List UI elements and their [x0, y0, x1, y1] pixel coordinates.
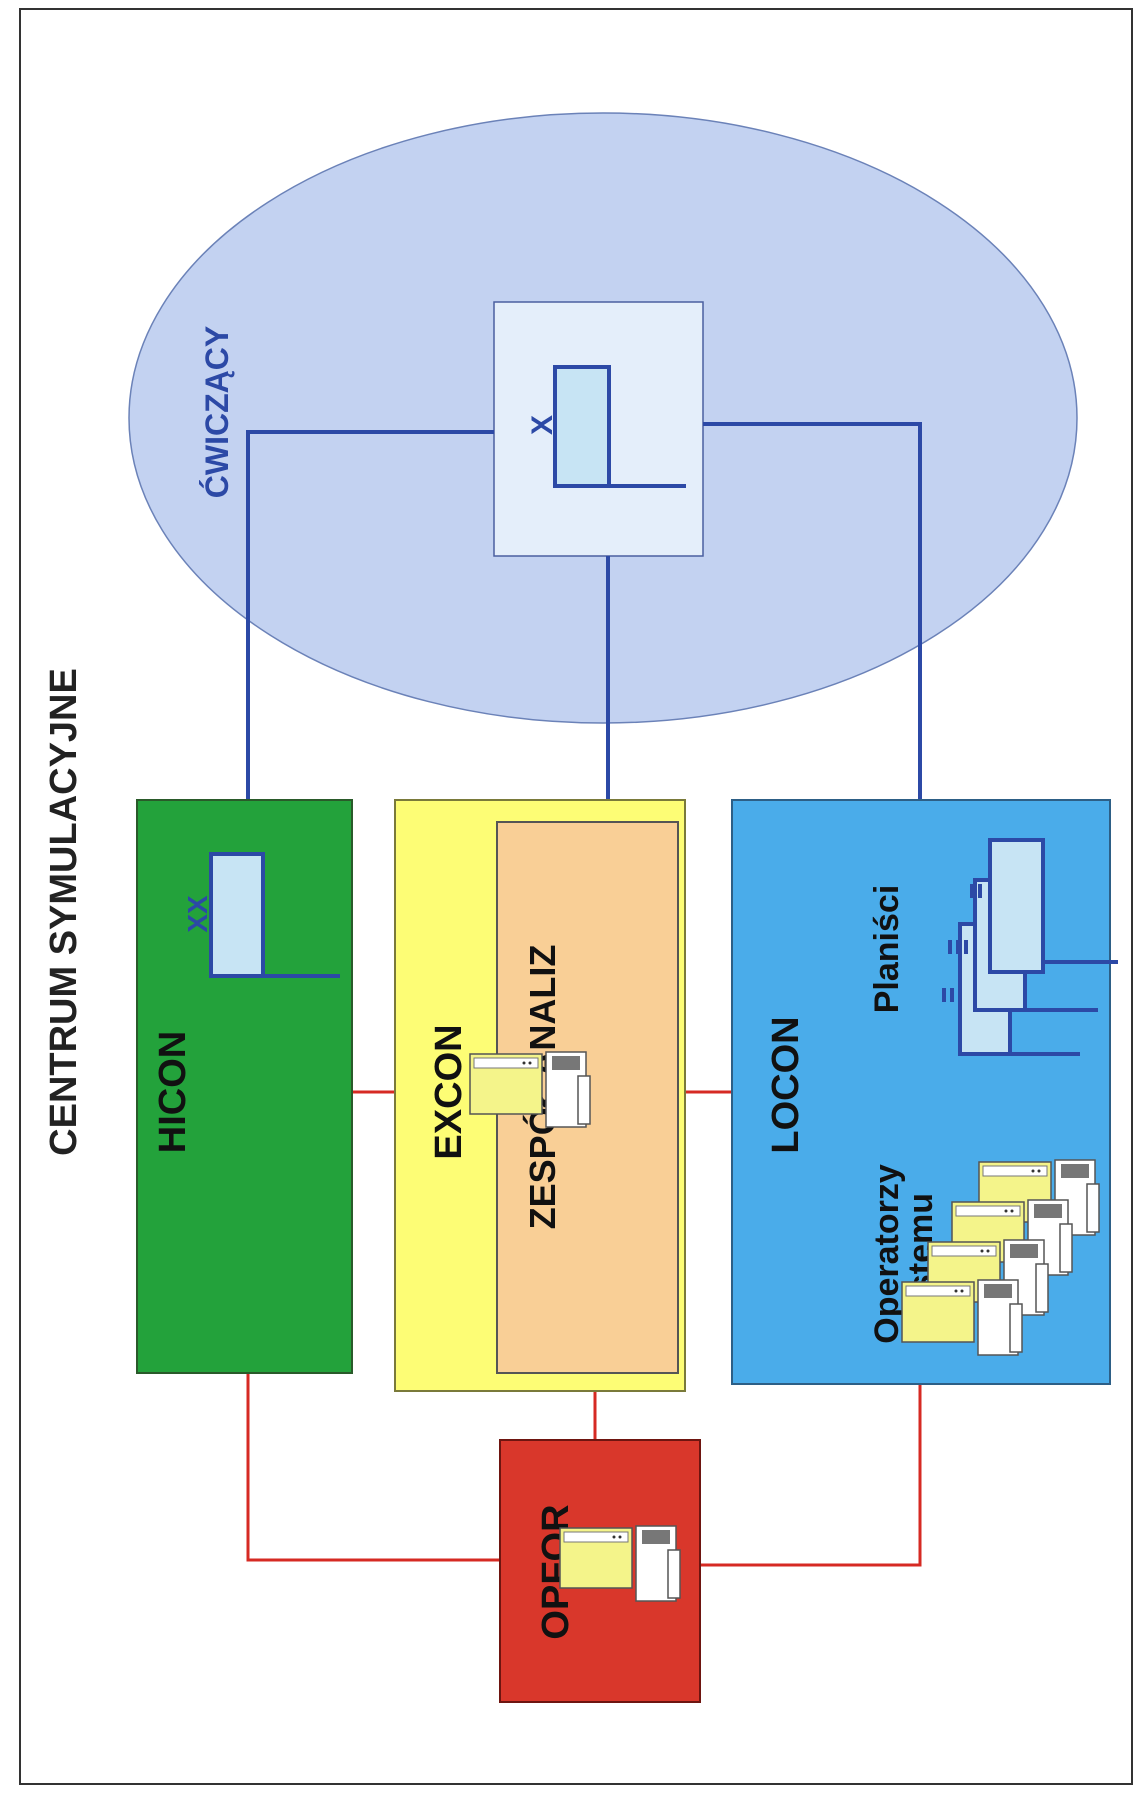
planners-unit-symbols-icon	[942, 838, 1118, 1056]
trainee-unit-mark: X	[526, 415, 559, 435]
red-connectors	[246, 1090, 922, 1567]
unit-symbol-icon	[553, 365, 686, 488]
blue-connectors	[246, 422, 922, 800]
planners-label: Planiści	[868, 885, 906, 1014]
operators-label-line1: Operatorzy	[868, 1164, 906, 1344]
hicon-label: HICON	[152, 1031, 194, 1153]
unit-symbol-icon	[209, 852, 340, 978]
hicon-unit-mark: XX	[182, 895, 213, 933]
locon-label: LOCON	[765, 1016, 807, 1153]
excon-label: EXCON	[428, 1024, 470, 1159]
trainees-label: ĆWICZĄCY	[199, 326, 235, 498]
diagram-title: CENTRUM SYMULACYJNE	[43, 668, 85, 1156]
